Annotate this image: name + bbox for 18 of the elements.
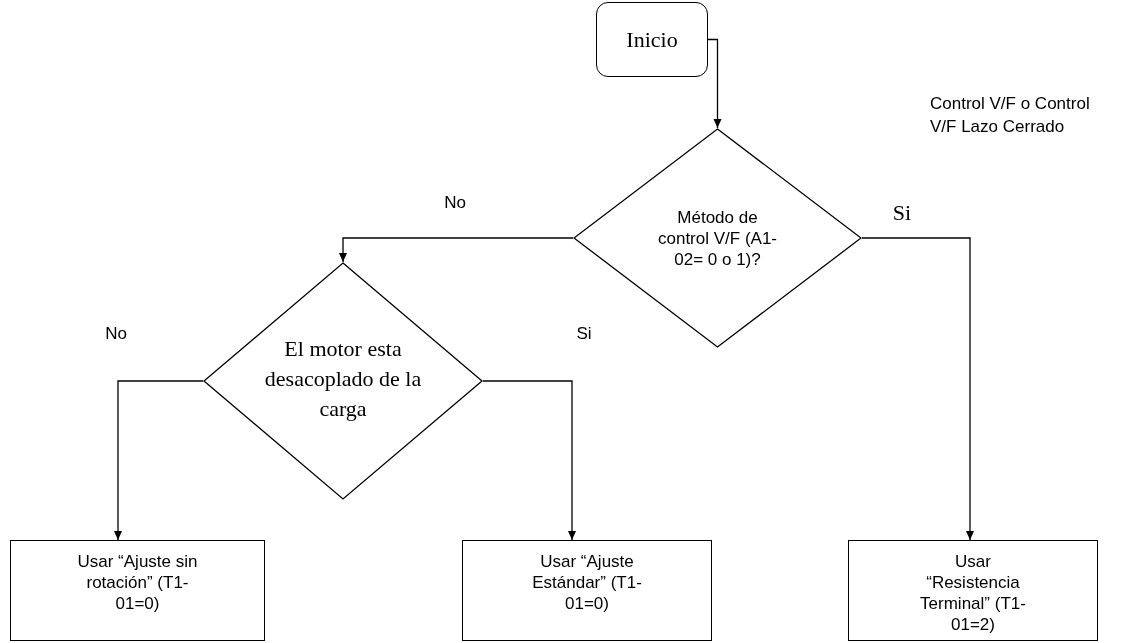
arrow: [482, 380, 576, 541]
note-text: Control V/F o Control V/F Lazo Cerrado: [930, 93, 1091, 138]
process-box: [10, 540, 265, 641]
process-text: Usar “Resistencia Terminal” (T1-01=2): [919, 551, 1027, 635]
arrow: [339, 237, 574, 263]
process-box: [848, 540, 1098, 641]
process-box: [462, 540, 712, 641]
decision-text: Método de control V/F (A1-02= 0 o 1)?: [656, 206, 778, 270]
arrow: [861, 237, 974, 541]
decision-diamond: [573, 128, 862, 348]
decision-diamond: [203, 262, 483, 500]
arrow: [707, 38, 722, 129]
start-terminal: [596, 2, 708, 77]
decision-text: El motor esta desacoplado de la carga: [263, 334, 423, 423]
process-text: Usar “Ajuste sin rotación” (T1-01=0): [76, 551, 199, 614]
start-text: Inicio: [626, 25, 678, 54]
arrow: [114, 380, 204, 541]
process-text: Usar “Ajuste Estándar” (T1-01=0): [531, 551, 643, 614]
